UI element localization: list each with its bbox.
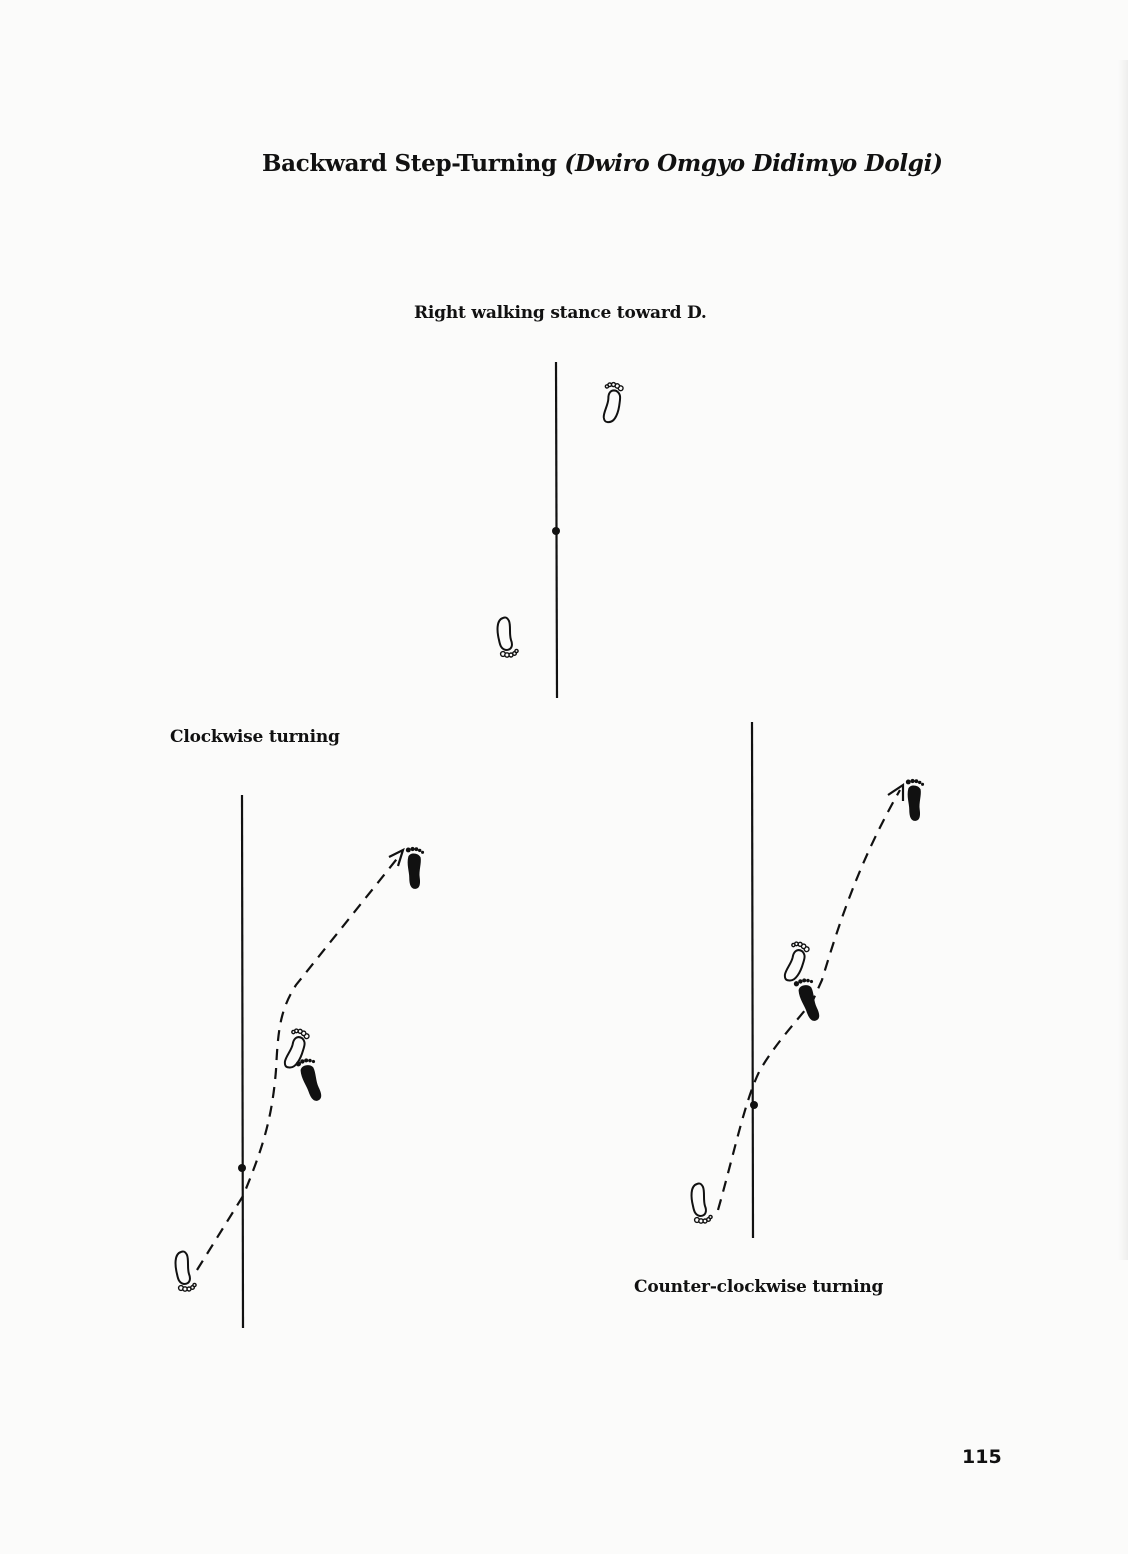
foot-filled-icon [905,778,925,821]
arrowhead-icon [887,782,905,801]
clockwise-diagram [174,794,425,1329]
center-point [750,1101,758,1109]
foot-filled-icon [405,846,425,889]
movement-path [716,789,901,1211]
foot-outline-icon [274,1024,314,1072]
counter-clockwise-diagram [690,721,925,1239]
foot-outline-icon [592,379,628,426]
title-main: Backward Step-Turning [262,150,557,177]
foot-filled-icon [294,1055,327,1104]
stance-diagram-top [496,361,628,699]
label-right-walking-stance: Right walking stance toward D. [414,303,707,323]
foot-outline-icon [174,1250,198,1293]
foot-outline-icon [774,937,814,985]
page-title: Backward Step-Turning (Dwiro Omgyo Didim… [262,150,943,177]
title-subtitle: (Dwiro Omgyo Didimyo Dolgi) [564,150,943,177]
foot-outline-icon [496,616,520,659]
center-line [240,794,245,1329]
movement-path [196,854,401,1271]
arrowhead-icon [388,847,405,867]
page-number: 115 [962,1446,1002,1468]
label-clockwise-turning: Clockwise turning [170,727,340,747]
center-point [238,1164,246,1172]
center-line [750,721,755,1239]
center-point [552,527,560,535]
foot-outline-icon [690,1182,714,1225]
label-counter-clockwise-turning: Counter-clockwise turning [634,1277,884,1297]
page-edge-shadow [1118,60,1128,1260]
